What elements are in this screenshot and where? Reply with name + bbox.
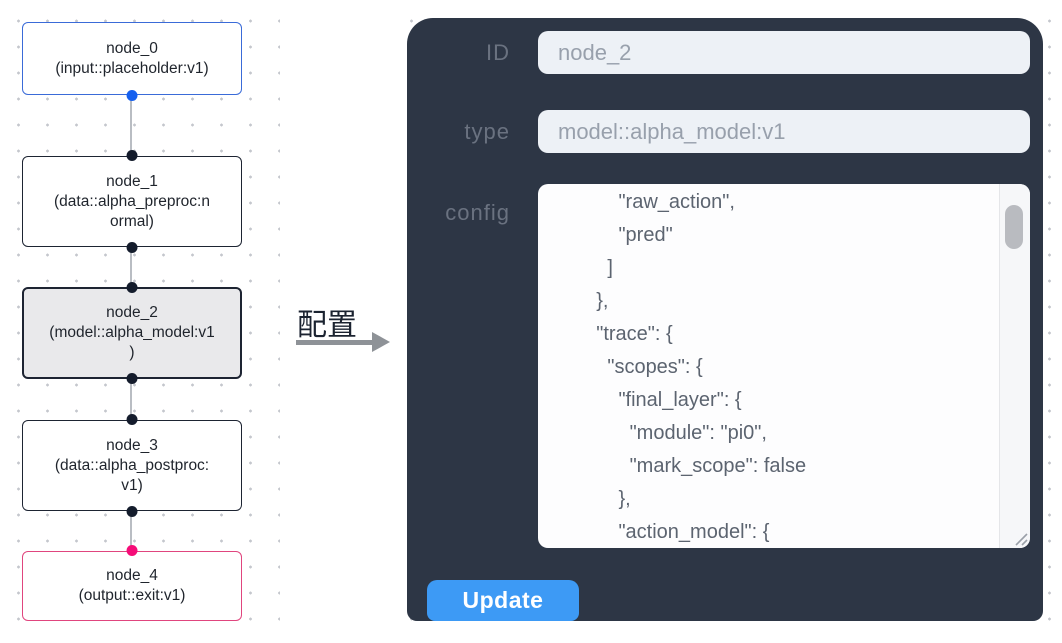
type-field-label: type [464, 119, 510, 144]
node-subtitle: ) [129, 344, 135, 361]
edge-line [130, 511, 132, 552]
node-title: node_0 [106, 39, 158, 57]
port-handle[interactable] [126, 373, 138, 384]
edge-line [130, 247, 132, 288]
port-handle[interactable] [126, 90, 138, 101]
port-handle[interactable] [126, 282, 138, 293]
flow-canvas[interactable]: node_0 (input::placeholder:v1) node_1 (d… [0, 0, 280, 643]
config-editor[interactable]: "raw_action", "pred" ] }, "trace": { "sc… [538, 184, 1030, 548]
config-field-label: config [445, 200, 510, 225]
scrollbar-track[interactable] [999, 184, 1030, 548]
edge-line [130, 379, 132, 421]
id-input[interactable] [538, 31, 1030, 74]
config-panel: ID type config "raw_action", "pred" ] },… [407, 18, 1043, 621]
port-handle[interactable] [126, 150, 138, 161]
node-subtitle: v1) [121, 476, 143, 494]
config-arrow-label: 配置 [297, 309, 357, 342]
node-node_0[interactable]: node_0 (input::placeholder:v1) [22, 22, 242, 101]
node-subtitle: (model::alpha_model:v1 [49, 324, 215, 341]
config-json-text[interactable]: "raw_action", "pred" ] }, "trace": { "sc… [596, 191, 807, 543]
config-arrow [296, 340, 374, 345]
node-node_2[interactable]: node_2 (model::alpha_model:v1 ) [22, 282, 242, 384]
node-subtitle: (data::alpha_postproc: [54, 456, 210, 474]
node-subtitle: (data::alpha_preproc:n [54, 192, 210, 210]
port-handle[interactable] [126, 242, 138, 253]
node-subtitle: ormal) [110, 212, 154, 230]
node-title: node_2 [106, 304, 158, 321]
scrollbar-thumb[interactable] [1005, 205, 1023, 249]
resize-handle-icon[interactable] [1012, 530, 1028, 546]
type-input[interactable] [538, 110, 1030, 153]
node-node_3[interactable]: node_3 (data::alpha_postproc: v1) [22, 414, 242, 517]
config-arrow-head-icon [372, 332, 390, 352]
node-node_1[interactable]: node_1 (data::alpha_preproc:n ormal) [22, 150, 242, 253]
node-title: node_3 [106, 436, 158, 454]
edge-line [130, 95, 132, 157]
update-button[interactable]: Update [427, 580, 579, 621]
id-field-label: ID [486, 40, 510, 65]
port-handle[interactable] [126, 414, 138, 425]
node-title: node_4 [106, 567, 158, 584]
port-handle[interactable] [126, 545, 138, 556]
port-handle[interactable] [126, 506, 138, 517]
node-subtitle: (input::placeholder:v1) [55, 59, 209, 77]
node-title: node_1 [106, 172, 158, 190]
node-node_4[interactable]: node_4 (output::exit:v1) [22, 545, 242, 621]
node-subtitle: (output::exit:v1) [78, 587, 186, 604]
